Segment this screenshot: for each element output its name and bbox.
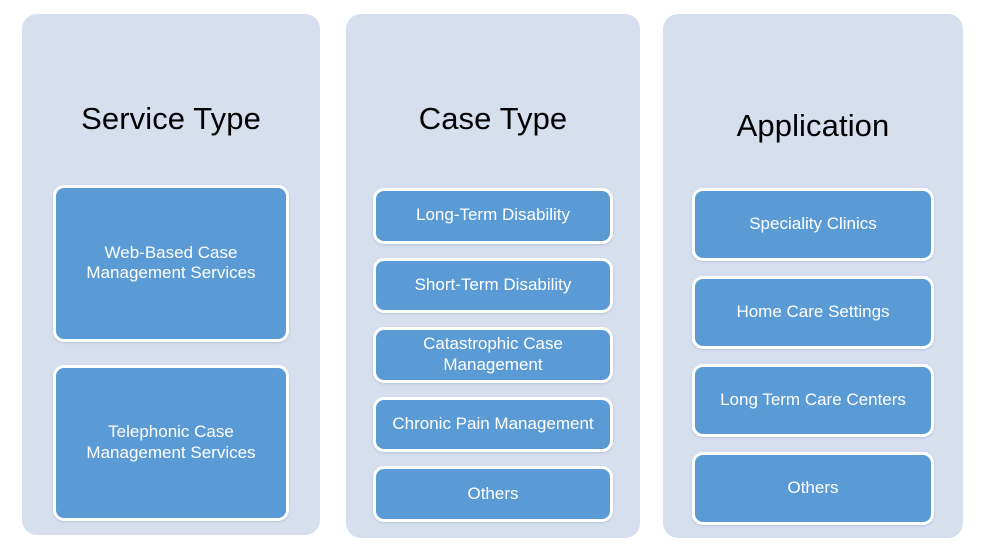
card-short-term-disability[interactable]: Short-Term Disability — [373, 257, 613, 314]
card-web-based-case-management-services[interactable]: Web-Based Case Management Services — [53, 185, 289, 342]
panel-title-application: Application — [736, 107, 890, 143]
card-case-type-others[interactable]: Others — [373, 466, 613, 522]
panel-service-type: Service Type Web-Based Case Management S… — [22, 14, 320, 535]
panel-application: Application Speciality Clinics Home Care… — [663, 14, 963, 538]
card-chronic-pain-management[interactable]: Chronic Pain Management — [373, 396, 613, 453]
card-stack-case-type: Long-Term Disability Short-Term Disabili… — [346, 188, 640, 522]
card-catastrophic-case-management[interactable]: Catastrophic Case Management — [373, 327, 613, 383]
card-speciality-clinics[interactable]: Speciality Clinics — [692, 188, 934, 261]
panel-case-type: Case Type Long-Term Disability Short-Ter… — [346, 14, 640, 538]
card-stack-service-type: Web-Based Case Management Services Telep… — [22, 185, 320, 521]
panel-title-service-type: Service Type — [81, 100, 261, 136]
card-long-term-care-centers[interactable]: Long Term Care Centers — [692, 364, 934, 437]
card-telephonic-case-management-services[interactable]: Telephonic Case Management Services — [53, 364, 289, 521]
card-home-care-settings[interactable]: Home Care Settings — [692, 276, 934, 349]
card-stack-application: Speciality Clinics Home Care Settings Lo… — [663, 188, 963, 525]
card-application-others[interactable]: Others — [692, 452, 934, 525]
card-long-term-disability[interactable]: Long-Term Disability — [373, 188, 613, 244]
panel-title-case-type: Case Type — [418, 100, 568, 136]
